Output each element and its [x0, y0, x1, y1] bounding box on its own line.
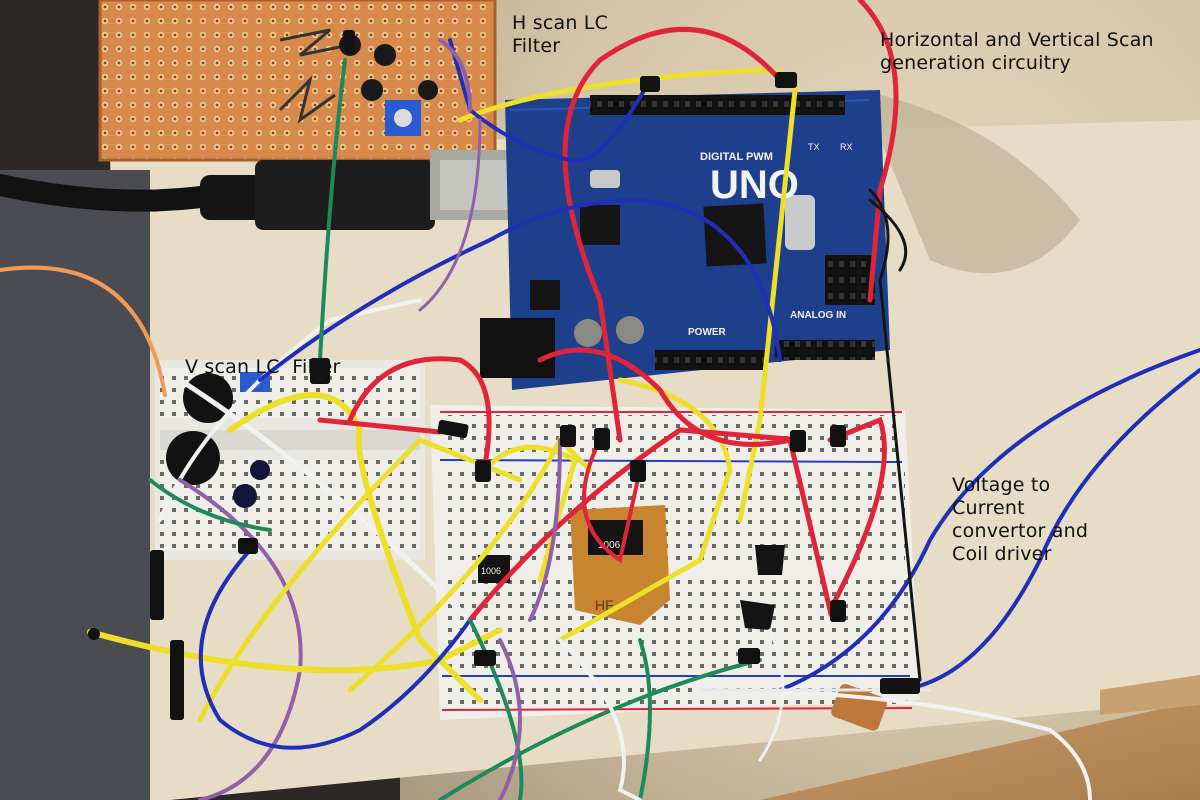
capacitor-2 [616, 316, 644, 344]
crystal [785, 195, 815, 250]
arduino-uno-board: UNO DIGITAL PWM POWER ANALOG IN TX RX [480, 90, 890, 390]
annotation-h-scan-line-2: Filter [512, 35, 561, 57]
annotation-h-scan-line-1: H scan LC [512, 12, 609, 34]
annotation-vtoi-line-2: Current [952, 497, 1025, 519]
main-breadboard [430, 405, 920, 720]
power-label: POWER [688, 327, 727, 338]
hf-label: HF [595, 597, 614, 613]
annotation-h-scan-lc-filter: H scan LC Filter [512, 12, 608, 58]
annotation-voltage-to-current: Voltage to Current convertor and Coil dr… [952, 474, 1088, 566]
capacitor-1 [574, 319, 602, 347]
wire-connectors [88, 30, 920, 720]
power-jack [480, 318, 555, 378]
hf-chip-label: 1006 [598, 540, 621, 551]
icsp-header [825, 255, 875, 305]
annotation-hv-line-2: generation circuitry [880, 52, 1071, 74]
shadow-region [860, 90, 1080, 274]
usb-cable [0, 150, 550, 230]
analog-header [775, 340, 875, 360]
power-header [655, 350, 765, 370]
annotation-vtoi-line-4: Coil driver [952, 543, 1052, 565]
annotation-v-scan-lc-filter: V scan LC Filter [185, 310, 341, 402]
wood-panel [760, 700, 1200, 800]
analog-label: ANALOG IN [790, 310, 846, 321]
annotation-horizontal-vertical-scan: Horizontal and Vertical Scan generation … [880, 29, 1154, 75]
crystal-small [590, 170, 620, 188]
perfboard [98, 0, 532, 162]
annotation-v-scan-line-1: V scan LC Filter [185, 356, 341, 378]
left-chip-label: 1006 [481, 566, 501, 576]
annotation-vtoi-line-3: convertor and [952, 520, 1089, 542]
annotation-hv-line-1: Horizontal and Vertical Scan [880, 29, 1154, 51]
dark-carpet [0, 170, 150, 800]
usb-chip [580, 205, 620, 245]
regulator [530, 280, 560, 310]
annotation-vtoi-line-1: Voltage to [952, 474, 1051, 496]
microcontroller-chip [703, 203, 767, 267]
wood-panel-edge [1100, 675, 1200, 715]
tx-label: TX [808, 142, 820, 152]
rx-label: RX [840, 142, 853, 152]
digital-header [590, 95, 845, 115]
digital-label: DIGITAL PWM [700, 151, 773, 163]
